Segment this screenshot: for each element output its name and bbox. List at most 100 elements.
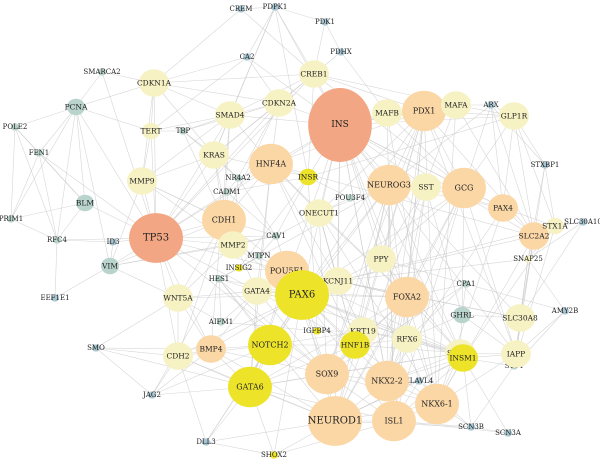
node-cpa1[interactable]: CPA1 [457,280,476,288]
node-kras[interactable]: KRAS [199,141,229,169]
node-pdk1[interactable]: PDK1 [315,18,335,26]
node-label-hnf4a: HNF4A [256,160,287,169]
node-label-neurog3: NEUROG3 [367,181,411,190]
node-label-cav1: CAV1 [266,232,286,240]
node-neurog3[interactable]: NEUROG3 [367,164,411,206]
node-ppy[interactable]: PPY [366,245,396,273]
node-pdx1[interactable]: PDX1 [402,90,446,132]
node-pcna[interactable]: PCNA [65,98,88,116]
node-dll3[interactable]: DLL3 [196,438,215,446]
node-sox9[interactable]: SOX9 [305,353,349,395]
node-label-pole2: POLE2 [3,123,28,131]
node-shox2[interactable]: SHOX2 [261,451,287,459]
node-vim[interactable]: VIM [101,257,119,275]
node-stx1a[interactable]: STX1A [542,217,568,235]
node-id3[interactable]: ID3 [107,238,120,246]
node-smarca2[interactable]: SMARCA2 [83,68,120,76]
node-neurod1[interactable]: NEUROD1 [308,396,363,446]
edge-pdx1-sox9 [326,110,425,375]
edge-cdh2-dll3 [177,355,207,443]
node-label-shox2: SHOX2 [261,451,287,459]
node-ghrl[interactable]: GHRL [450,306,474,324]
node-slc30a10[interactable]: SLC30A10 [564,218,600,226]
node-arx[interactable]: ARX [482,101,498,109]
node-fen1[interactable]: FEN1 [29,149,50,157]
node-onecut1[interactable]: ONECUT1 [299,199,339,227]
node-iapp[interactable]: IAPP [501,340,531,368]
node-mafa[interactable]: MAFA [441,91,471,119]
node-cav1[interactable]: CAV1 [266,232,286,240]
node-tp53[interactable]: TP53 [129,213,183,263]
node-pdhx[interactable]: PDHX [330,48,351,56]
node-circle-foxa2 [385,276,429,318]
node-tbp[interactable]: TBP [176,127,191,135]
node-kcnj11[interactable]: KCNJ11 [323,267,353,295]
node-eef1e1[interactable]: EEF1E1 [40,294,69,302]
node-isl1[interactable]: ISL1 [372,400,416,442]
node-gata6[interactable]: GATA6 [228,366,272,408]
node-pax4[interactable]: PAX4 [488,194,518,222]
node-gcg[interactable]: GCG [442,167,486,209]
node-igfbp4[interactable]: IGFBP4 [303,327,331,335]
node-snap25[interactable]: SNAP25 [513,255,543,263]
node-amy2b[interactable]: AMY2B [551,307,578,315]
node-pdpk1[interactable]: PDPK1 [263,3,288,11]
node-slc30a8[interactable]: SLC30A8 [502,304,538,332]
node-circle-bmp4 [196,335,226,363]
edge-rfc4-id3 [56,239,114,243]
node-prim1[interactable]: PRIM1 [0,215,23,223]
node-mtpn[interactable]: MTPN [248,252,271,260]
node-crem[interactable]: CREM [230,5,253,13]
node-cdh1[interactable]: CDH1 [202,199,246,241]
node-elavl4[interactable]: ELAVL4 [405,377,434,385]
node-notch2[interactable]: NOTCH2 [248,324,292,366]
node-creb1[interactable]: CREB1 [299,60,329,88]
node-glp1r[interactable]: GLP1R [499,102,529,130]
edge-hes1-aifm1 [218,278,222,323]
node-tert[interactable]: TERT [141,122,162,140]
node-wnt5a[interactable]: WNT5A [163,284,193,312]
node-cdkn2a[interactable]: CDKN2A [262,89,297,117]
node-mmp9[interactable]: MMP9 [127,167,157,195]
node-insig2[interactable]: INSIG2 [226,264,253,272]
node-jag2[interactable]: JAG2 [142,391,161,399]
node-circle-cav1 [272,232,280,240]
node-nr4a2[interactable]: NR4A2 [225,174,250,182]
node-insm1[interactable]: INSM1 [448,344,478,372]
node-rfc4[interactable]: RFC4 [47,236,67,244]
node-scn3b[interactable]: SCN3B [458,423,484,431]
node-circle-fen1 [35,149,43,157]
node-gata4[interactable]: GATA4 [242,277,272,305]
edge-pdpk1-pdk1 [274,6,326,23]
node-hnf1b[interactable]: HNF1B [340,331,370,359]
node-label-ppy: PPY [373,255,389,264]
node-cadm1[interactable]: CADM1 [213,188,241,196]
node-mmp2[interactable]: MMP2 [218,231,248,259]
node-aifm1[interactable]: AIFM1 [208,318,233,326]
node-blm[interactable]: BLM [76,194,94,212]
node-ins[interactable]: INS [308,88,372,162]
node-rfx6[interactable]: RFX6 [392,325,422,353]
node-label-insr: INSR [298,173,319,182]
node-foxa2[interactable]: FOXA2 [385,276,429,318]
node-smo[interactable]: SMO [87,344,105,352]
node-nkx6-1[interactable]: NKX6-1 [415,383,459,425]
node-hes1[interactable]: HES1 [209,275,229,283]
node-sst[interactable]: SST [411,173,441,201]
node-hnf4a[interactable]: HNF4A [249,143,293,185]
node-cdh2[interactable]: CDH2 [163,342,193,370]
node-slc2a2[interactable]: SLC2A2 [519,222,550,250]
node-ca2[interactable]: CA2 [240,53,255,61]
node-stxbp1[interactable]: STXBP1 [531,161,560,169]
node-pax6[interactable]: PAX6 [275,270,329,320]
node-pou3f4[interactable]: POU3F4 [335,194,366,202]
node-mafb[interactable]: MAFB [372,99,402,127]
node-nkx2-2[interactable]: NKX2-2 [365,360,409,402]
node-bmp4[interactable]: BMP4 [196,335,226,363]
node-cdkn1a[interactable]: CDKN1A [137,69,172,97]
node-scn3a[interactable]: SCN3A [495,429,522,437]
node-pole2[interactable]: POLE2 [3,123,28,131]
node-smad4[interactable]: SMAD4 [215,101,245,129]
edge-scn3a-scn3b [470,426,509,434]
node-insr[interactable]: INSR [298,168,319,186]
